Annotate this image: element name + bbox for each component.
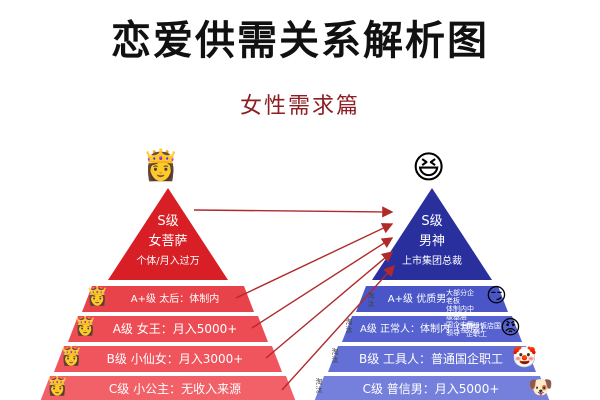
female-tier-1 [82, 286, 254, 312]
angry-face-icon: 😡 [500, 315, 521, 339]
male-top-desc: 上市集团总裁 [402, 256, 462, 267]
female-tier-2 [68, 316, 268, 342]
eliminate-label-1: 淘汰 [367, 292, 375, 308]
diagram-subtitle: 女性需求篇 [239, 94, 360, 119]
male-tier-4-label: C级 普信男：月入5000+ [362, 382, 500, 396]
male-tier-3-label: B级 工具人：普通国企职工 [358, 352, 504, 366]
male-tier-2-tags: 星级饭店国企职工 [466, 322, 506, 338]
smirk-face-icon: 😏 [486, 283, 507, 307]
princess-icon: 👸 [46, 376, 69, 397]
male-tier-4 [314, 376, 550, 400]
male-top-triangle [372, 188, 492, 280]
male-tier-2 [342, 316, 522, 342]
female-top-desc: 个体/月入过万 [136, 256, 200, 267]
eliminate-label-2: 淘汰 [345, 318, 353, 334]
arrow-c-to-s [281, 264, 395, 391]
male-tag-0: 大部分企老板 [446, 289, 474, 305]
arrow-s-to-s [193, 206, 394, 218]
princess-icon: 👸 [60, 346, 83, 367]
female-top-name: 女菩萨 [148, 234, 188, 249]
arrow-b-to-s [265, 251, 394, 359]
eliminate-label-4: 淘汰 [315, 378, 323, 394]
princess-icon: 👸 [86, 286, 109, 307]
laughing-face-icon: 😆 [412, 148, 446, 186]
male-top-name: 男神 [418, 234, 445, 249]
male-tag2-0: 星级饭店国企职工 [466, 322, 501, 338]
diagram-title: 恋爱供需关系解析图 [111, 18, 489, 64]
crown-princess-icon: 👸 [142, 148, 180, 183]
princess-icon: 👸 [74, 316, 97, 337]
arrow-aplus-to-s [235, 223, 394, 299]
dog-face-icon: 🐶 [528, 375, 553, 399]
female-tier-4 [40, 376, 296, 400]
female-tier-1-label: A+级 太后：体制内 [130, 294, 220, 305]
male-tier-2-label: A级 正常人：体制内（基层） [360, 324, 491, 335]
arrow-a-to-s [251, 237, 394, 329]
female-top-triangle [108, 188, 228, 280]
male-tag-1: 体制内中级基层 [446, 305, 474, 321]
male-top-level: S级 [421, 214, 443, 229]
male-tier-1-label: A+级 优质男 [387, 294, 447, 305]
male-tier-1 [356, 286, 508, 312]
male-tag-2: 国企中层领导 [446, 321, 474, 337]
female-tier-4-label: C级 小公主：无收入来源 [108, 382, 242, 396]
female-top-level: S级 [157, 214, 179, 229]
eliminate-label-3: 淘汰 [331, 348, 339, 364]
female-tier-3 [54, 346, 282, 372]
male-tier-1-tags: 大部分企老板 体制内中级基层 国企中层领导 [446, 289, 480, 337]
clown-face-icon: 🤡 [512, 345, 537, 369]
female-tier-2-label: A级 女王：月入5000+ [112, 322, 238, 336]
male-tier-3 [328, 346, 536, 372]
female-tier-3-label: B级 小仙女：月入3000+ [106, 352, 244, 366]
